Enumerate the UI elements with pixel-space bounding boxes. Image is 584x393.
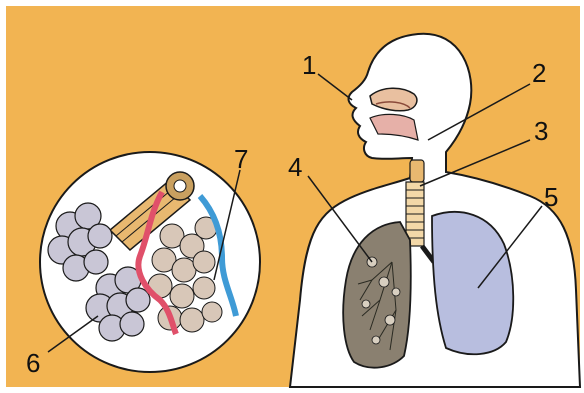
magnified-inset	[40, 152, 260, 372]
label-6: 6	[26, 348, 40, 378]
label-4: 4	[288, 152, 302, 182]
label-5: 5	[544, 182, 558, 212]
larynx	[410, 160, 424, 182]
label-1: 1	[302, 50, 316, 80]
label-7: 7	[234, 144, 248, 174]
label-2: 2	[532, 58, 546, 88]
label-3: 3	[534, 116, 548, 146]
